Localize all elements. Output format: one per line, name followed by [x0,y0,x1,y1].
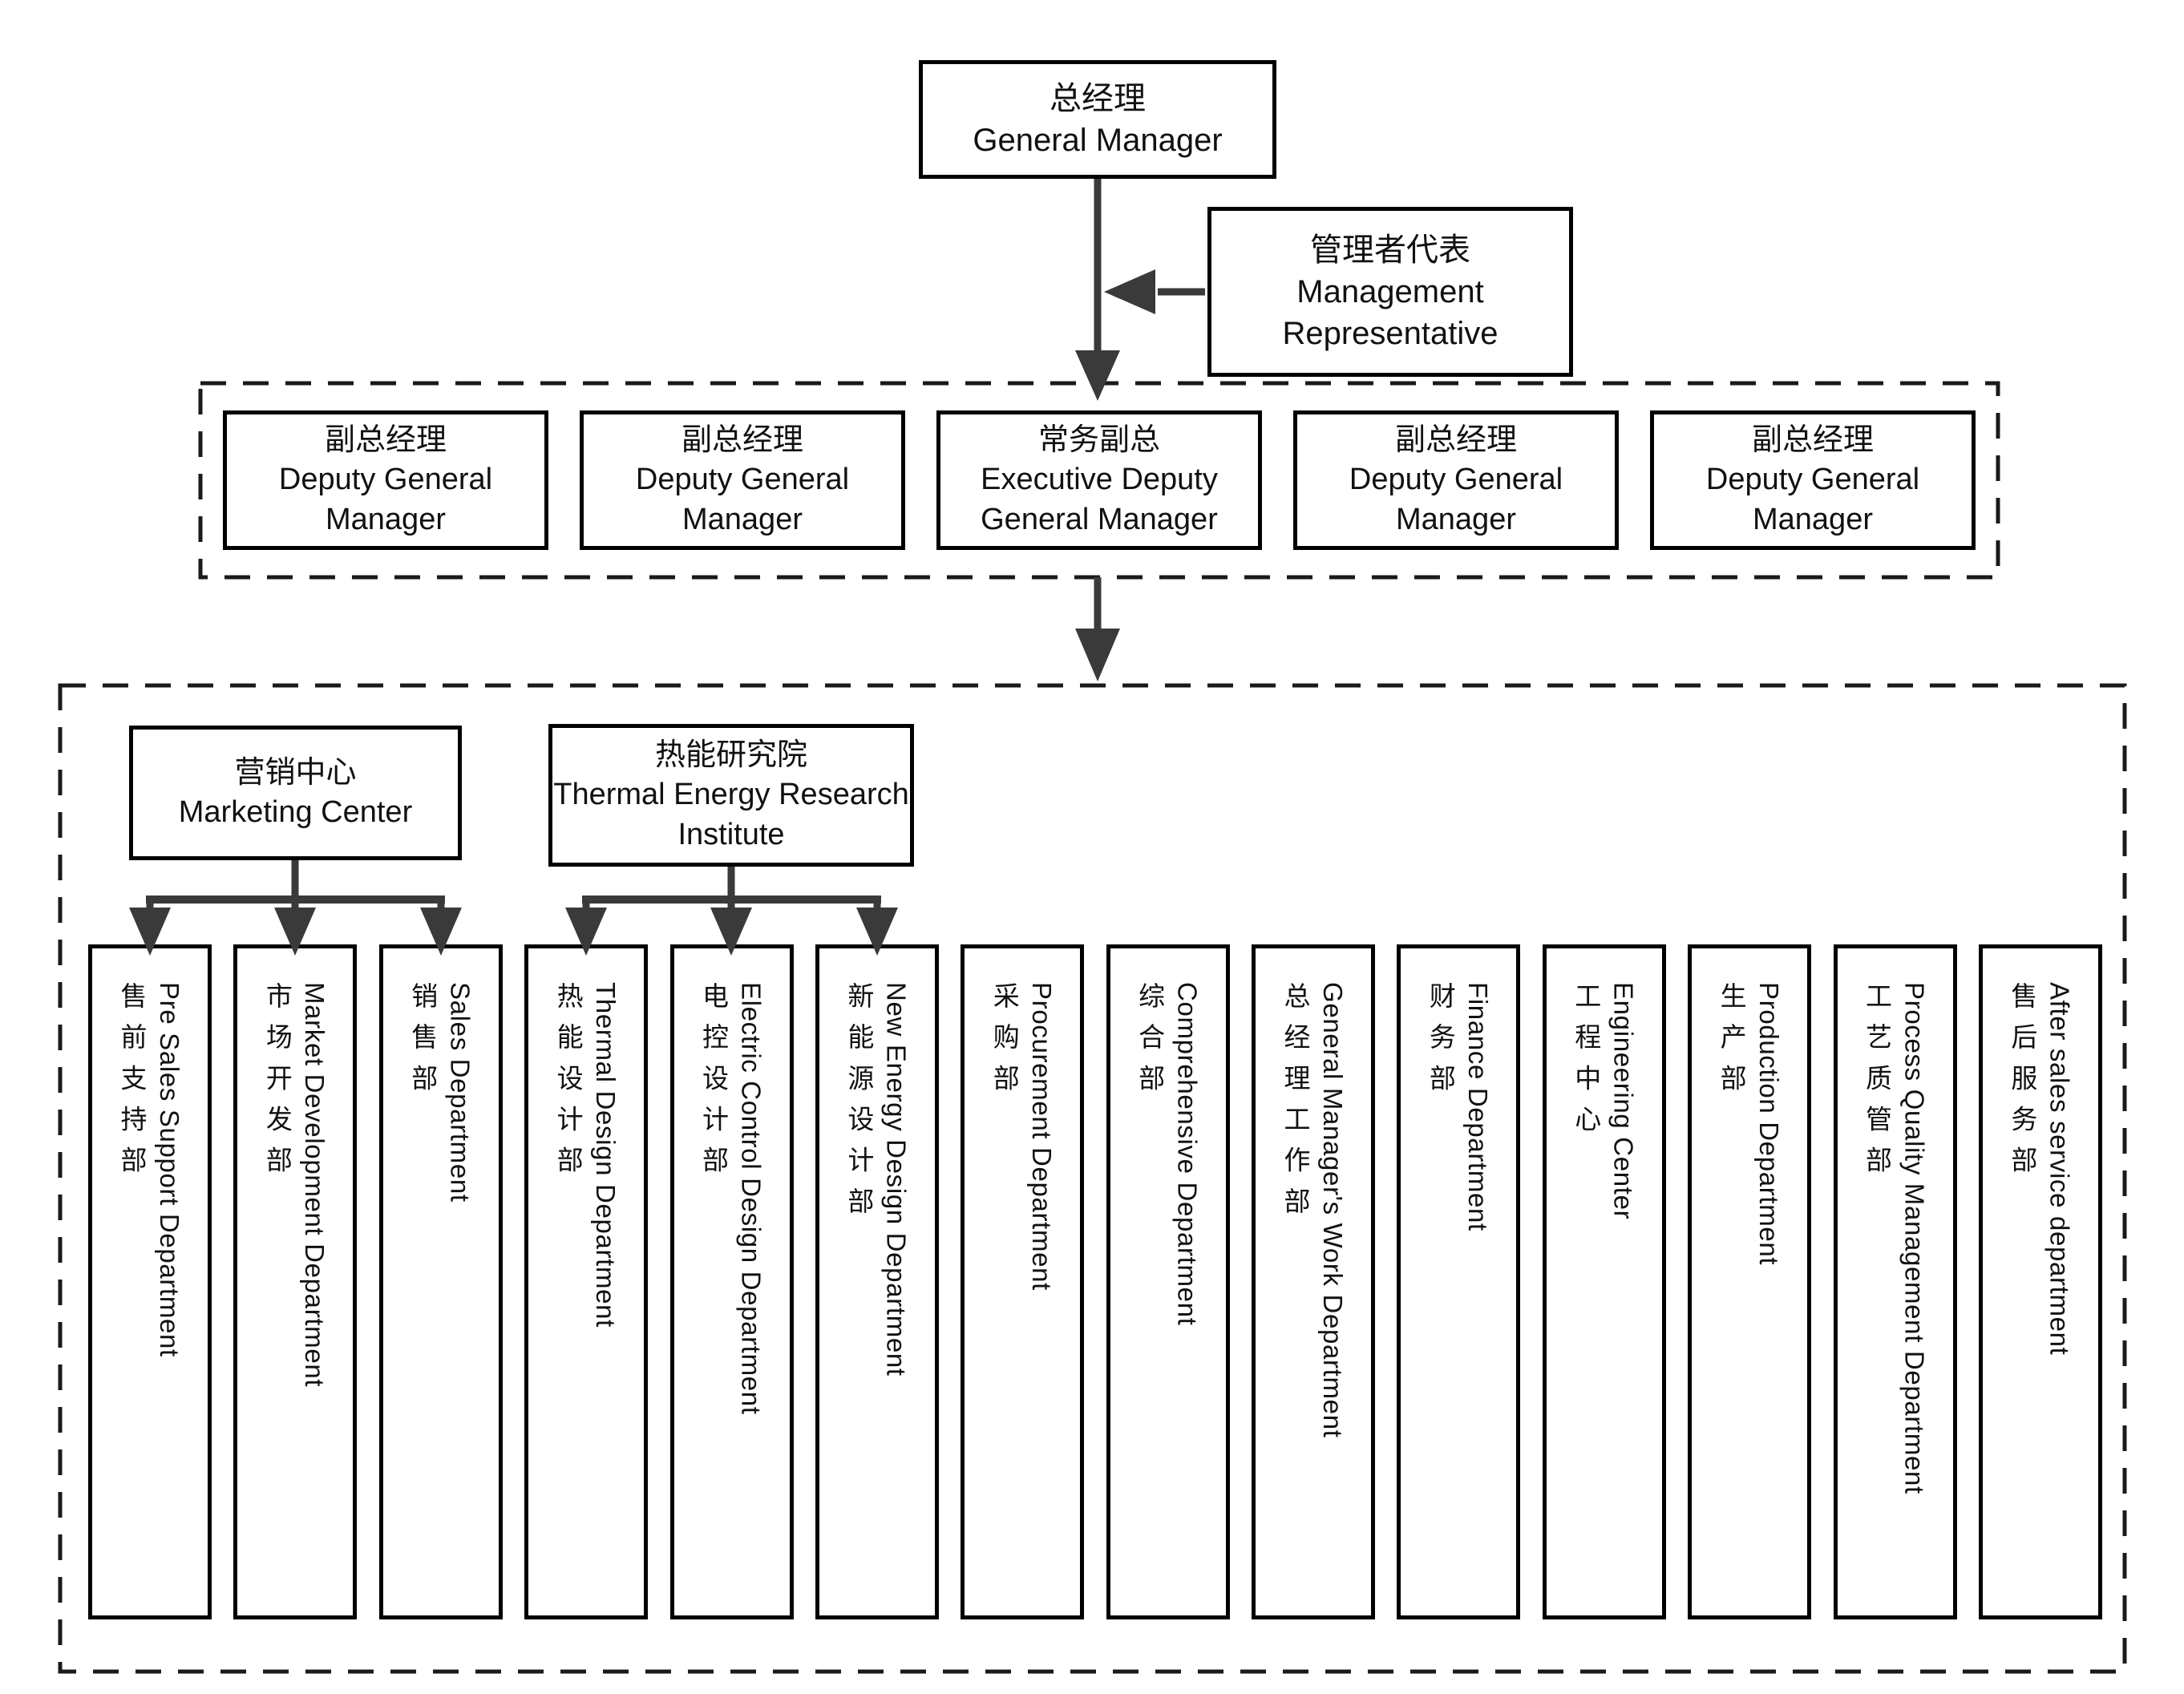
department-label: 生产部 Production Department [1717,982,1784,1266]
department-box-procurement: 采购部 Procurement Department [961,944,1085,1619]
executive-deputy-general-manager-box: 常务副总 Executive Deputy General Manager [936,410,1262,550]
deputy-general-manager-box-4: 副总经理 Deputy General Manager [1650,410,1976,550]
arrowhead-management-representative [1104,269,1155,314]
department-label: 销售部 Sales Department [407,982,475,1203]
arrowhead-deputies-to-departments [1075,629,1120,681]
department-box-new-energy-design: 新能源设计部 New Energy Design Department [815,944,939,1619]
department-box-production: 生产部 Production Department [1688,944,1812,1619]
department-box-after-sales-service: 售后服务部 After sales service department [1978,944,2102,1619]
thermal-research-institute-box: 热能研究院 Thermal Energy Research Institute [548,724,914,867]
department-box-market-development: 市场开发部 Market Development Department [233,944,358,1619]
deputy-en-label: Deputy General Manager [1705,463,1920,536]
department-label: 热能设计部 Thermal Design Department [553,982,621,1328]
deputy-en-label: Deputy General Manager [635,463,850,536]
marketing-center-zh-label: 营销中心 [234,755,357,790]
department-box-pre-sales-support: 售前支持部 Pre Sales Support Department [88,944,212,1619]
deputy-general-manager-box-3: 副总经理 Deputy General Manager [1293,410,1619,550]
department-box-process-quality: 工艺质管部 Process Quality Management Departm… [1833,944,1957,1619]
deputy-en-label: Executive Deputy General Manager [981,463,1218,536]
deputy-en-label: Deputy General Manager [1349,463,1563,536]
department-label: 市场开发部 Market Development Department [262,982,330,1388]
department-label: 财务部 Finance Department [1426,982,1494,1231]
department-label: 售前支持部 Pre Sales Support Department [117,982,184,1357]
marketing-center-box: 营销中心 Marketing Center [129,726,462,860]
department-box-sales: 销售部 Sales Department [378,944,503,1619]
department-label: 新能源设计部 New Energy Design Department [843,982,912,1377]
department-box-thermal-design: 热能设计部 Thermal Design Department [524,944,649,1619]
department-columns: 售前支持部 Pre Sales Support Department 市场开发部… [88,944,2102,1619]
department-box-finance: 财务部 Finance Department [1397,944,1521,1619]
deputy-zh-label: 副总经理 [1751,422,1874,457]
deputy-zh-label: 副总经理 [324,422,447,457]
department-box-comprehensive: 综合部 Comprehensive Department [1106,944,1230,1619]
department-label: 电控设计部 Electric Control Design Department [698,982,766,1415]
thermal-research-institute-zh-label: 热能研究院 [654,738,807,772]
department-box-general-managers-work: 总经理工作部 General Manager's Work Department [1252,944,1375,1619]
department-label: 工程中心 Engineering Center [1571,982,1639,1220]
marketing-center-en-label: Marketing Center [178,795,413,829]
deputy-zh-label: 副总经理 [681,422,803,457]
general-manager-zh-label: 总经理 [1050,81,1146,116]
department-label: 总经理工作部 General Manager's Work Department [1280,982,1348,1438]
deputy-zh-label: 副总经理 [1394,422,1517,457]
management-representative-box: 管理者代表 Management Representative [1207,207,1573,377]
department-box-engineering-center: 工程中心 Engineering Center [1542,944,1666,1619]
department-label: 采购部 Procurement Department [989,982,1058,1292]
management-representative-zh-label: 管理者代表 [1310,232,1470,268]
general-manager-en-label: General Manager [973,123,1223,158]
department-label: 售后服务部 After sales service department [2007,982,2075,1356]
deputy-row-container: 副总经理 Deputy General Manager 副总经理 Deputy … [200,383,1998,577]
deputy-en-label: Deputy General Manager [278,463,493,536]
department-box-electric-control-design: 电控设计部 Electric Control Design Department [669,944,794,1619]
thermal-research-institute-en-label: Thermal Energy Research Institute [553,778,909,851]
deputy-zh-label: 常务副总 [1037,422,1160,457]
department-label: 工艺质管部 Process Quality Management Departm… [1862,982,1930,1494]
departments-area: 营销中心 Marketing Center 热能研究院 Thermal Ener… [60,685,2125,1672]
deputy-general-manager-box-1: 副总经理 Deputy General Manager [223,410,548,550]
management-representative-en-label: Management Representative [1282,274,1498,351]
general-manager-box: 总经理 General Manager [919,60,1276,179]
deputy-general-manager-box-2: 副总经理 Deputy General Manager [580,410,905,550]
department-label: 综合部 Comprehensive Department [1134,982,1203,1326]
